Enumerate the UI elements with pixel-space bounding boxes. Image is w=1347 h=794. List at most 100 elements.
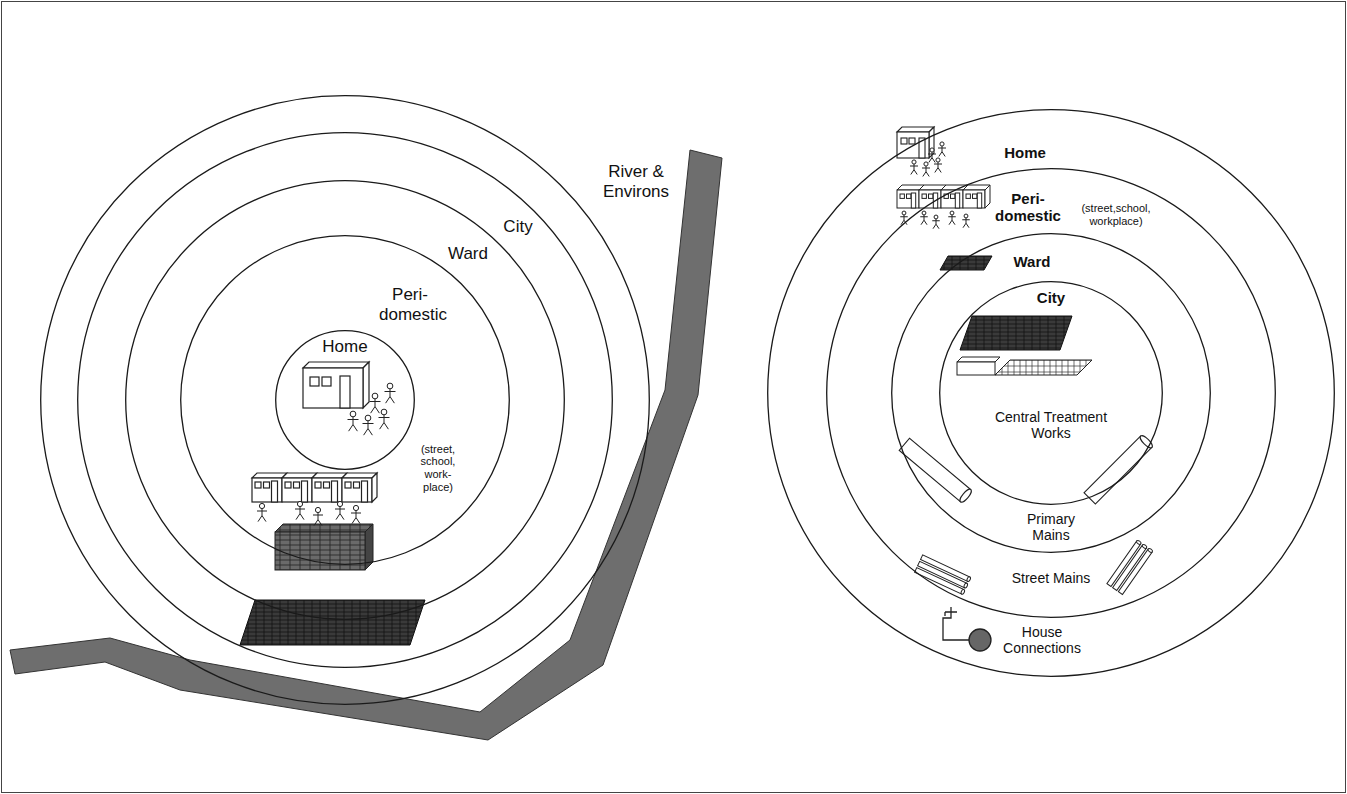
person-body <box>948 215 956 225</box>
side-wall <box>372 473 377 502</box>
door <box>332 481 338 502</box>
house-unit <box>282 478 312 502</box>
pipe <box>915 568 964 595</box>
person-head <box>922 211 926 215</box>
ring-note: (street, school, work-place) <box>414 443 462 494</box>
roof <box>252 473 287 478</box>
scale-ring: WardPrimary Mains CityCentral Treatment W… <box>891 233 1211 553</box>
ring-label: River & Environs <box>596 162 676 201</box>
person-head <box>934 215 938 219</box>
pipe-bundle <box>1107 540 1153 595</box>
window <box>354 482 360 488</box>
house-unit <box>312 478 342 502</box>
person-body <box>363 421 374 435</box>
person-head <box>297 501 302 506</box>
window <box>907 194 911 198</box>
window <box>966 194 970 198</box>
door <box>955 193 959 208</box>
scale-ring: Home <box>275 330 415 470</box>
person-body <box>313 513 323 526</box>
scale-ring: HomeHouse Connections Peri-domestic (stree… <box>767 109 1335 677</box>
person-body <box>379 415 390 429</box>
ring-label: Home <box>995 144 1055 161</box>
person-head <box>315 507 320 512</box>
ring-outline <box>826 168 1276 618</box>
pipe-end <box>1142 544 1148 549</box>
house-connection <box>943 607 991 651</box>
house-unit <box>963 190 985 208</box>
pipe <box>1118 549 1152 594</box>
ring-note: (street,school, workplace) <box>1074 202 1158 227</box>
side-wall <box>985 185 990 208</box>
person-body <box>928 152 936 162</box>
scale-ring: River & EnvironsCityWardPeri-domestic(st… <box>40 95 650 705</box>
roof <box>342 473 377 478</box>
window <box>255 482 261 488</box>
roof <box>312 473 347 478</box>
ring-label: Home <box>315 337 375 357</box>
primary-main <box>899 434 1154 504</box>
ring-outline <box>939 281 1163 505</box>
person-head <box>350 411 356 417</box>
ring-label: Ward <box>1004 253 1060 270</box>
person-head <box>353 505 358 510</box>
treatment-works <box>957 357 1092 375</box>
door <box>362 481 368 502</box>
person-head <box>365 415 371 421</box>
person-head <box>259 503 264 508</box>
street-main <box>915 540 1154 595</box>
pipe-end <box>1136 540 1142 545</box>
window <box>973 194 977 198</box>
ring-note: House Connections <box>997 624 1087 656</box>
ring-outline <box>126 181 565 620</box>
window <box>900 194 904 198</box>
person-head <box>940 142 944 146</box>
scale-ring: CityWardPeri-domestic(street, school, wo… <box>77 132 613 668</box>
window <box>929 194 933 198</box>
house-unit <box>897 190 919 208</box>
person-head <box>387 383 393 389</box>
scale-ring: Peri-domestic (street,school, workplace) S… <box>826 168 1276 618</box>
ring-outline <box>77 132 613 668</box>
ring-note: Central Treatment Works <box>984 409 1118 441</box>
person-body <box>370 399 381 413</box>
person-head <box>924 162 928 166</box>
row-houses <box>252 473 377 502</box>
ring-outline <box>180 235 510 565</box>
ring-outline <box>41 96 650 705</box>
ring-label: Peri-domestic <box>379 285 441 324</box>
door <box>272 481 278 502</box>
door <box>302 481 308 502</box>
pipe-end <box>966 576 971 582</box>
door <box>911 193 915 208</box>
ring-outline <box>125 180 565 620</box>
ring-label: City <box>1026 289 1076 306</box>
person-body <box>348 417 359 431</box>
ring-label: Peri-domestic <box>990 190 1066 225</box>
person-body <box>934 162 942 172</box>
ring-outline <box>892 234 1211 553</box>
person-head <box>337 501 342 506</box>
ring-outline <box>78 133 613 668</box>
ring-outline <box>891 233 1211 553</box>
person-head <box>902 211 906 215</box>
river <box>10 150 722 740</box>
house-unit <box>941 190 963 208</box>
window <box>951 194 955 198</box>
person-head <box>912 160 916 164</box>
window <box>264 482 270 488</box>
person-body <box>295 507 305 520</box>
ring-note: Street Mains <box>996 570 1106 586</box>
house-unit <box>252 478 282 502</box>
window <box>345 482 351 488</box>
city-block <box>960 316 1072 350</box>
pipe-end <box>960 589 965 595</box>
house-icon <box>303 362 369 408</box>
house-icon <box>897 127 934 158</box>
scale-ring: Peri-domestic (street, school, work-place… <box>180 235 510 565</box>
person-body <box>385 389 396 403</box>
person-head <box>936 158 940 162</box>
ring-outline <box>276 331 415 470</box>
ring-note: Primary Mains <box>1016 511 1086 543</box>
